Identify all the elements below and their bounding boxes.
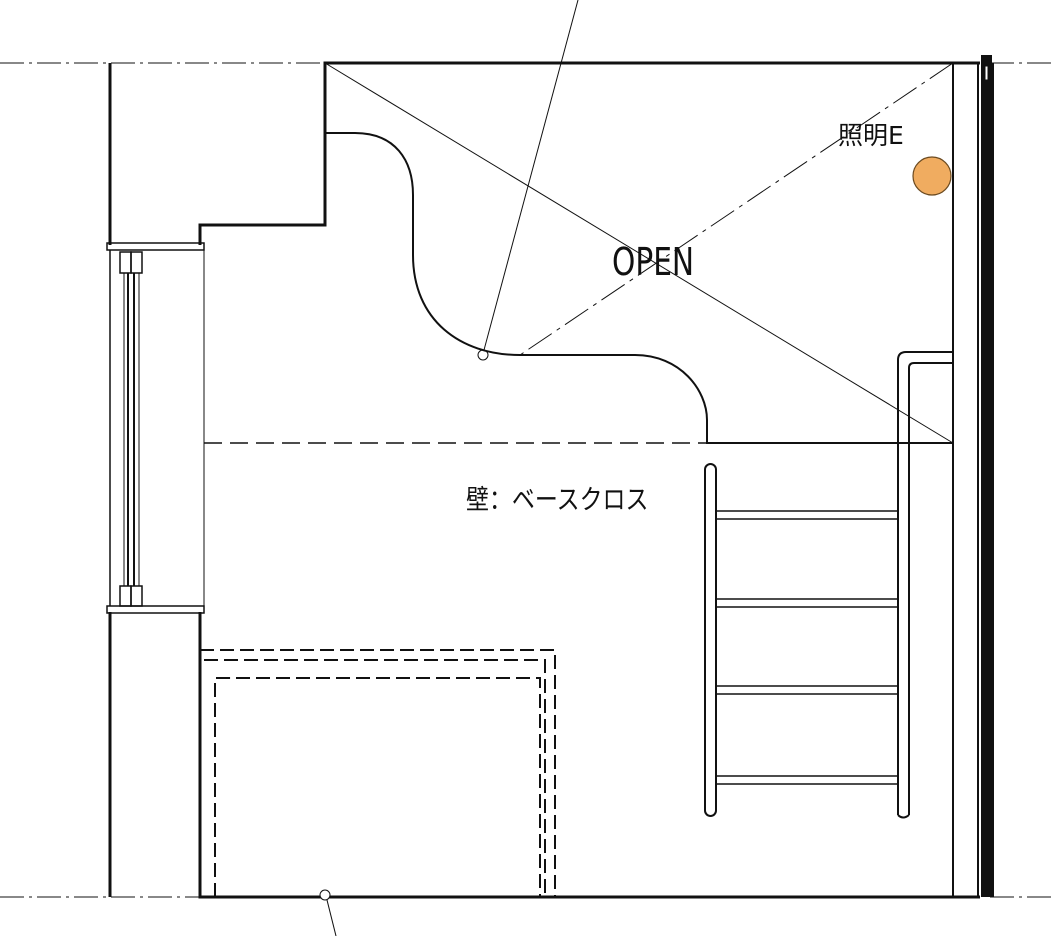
light-label: 照明E <box>838 121 904 150</box>
wall-finish-label: 壁：ベースクロス <box>466 485 649 516</box>
leader-line-bottom <box>326 899 337 936</box>
leader-line <box>483 0 579 351</box>
loft-outline <box>325 132 953 444</box>
right-wall <box>952 55 994 897</box>
ladder <box>704 351 953 819</box>
light-fixture-icon <box>912 156 952 196</box>
walls <box>108 61 980 899</box>
open-diagonal-dashed <box>519 62 954 356</box>
open-diagonal <box>324 62 954 444</box>
leader-marker-bottom <box>319 889 331 901</box>
open-label: OPEN <box>612 240 695 284</box>
desk-dashed <box>200 649 556 897</box>
leader-marker <box>477 349 489 361</box>
window <box>106 242 205 614</box>
